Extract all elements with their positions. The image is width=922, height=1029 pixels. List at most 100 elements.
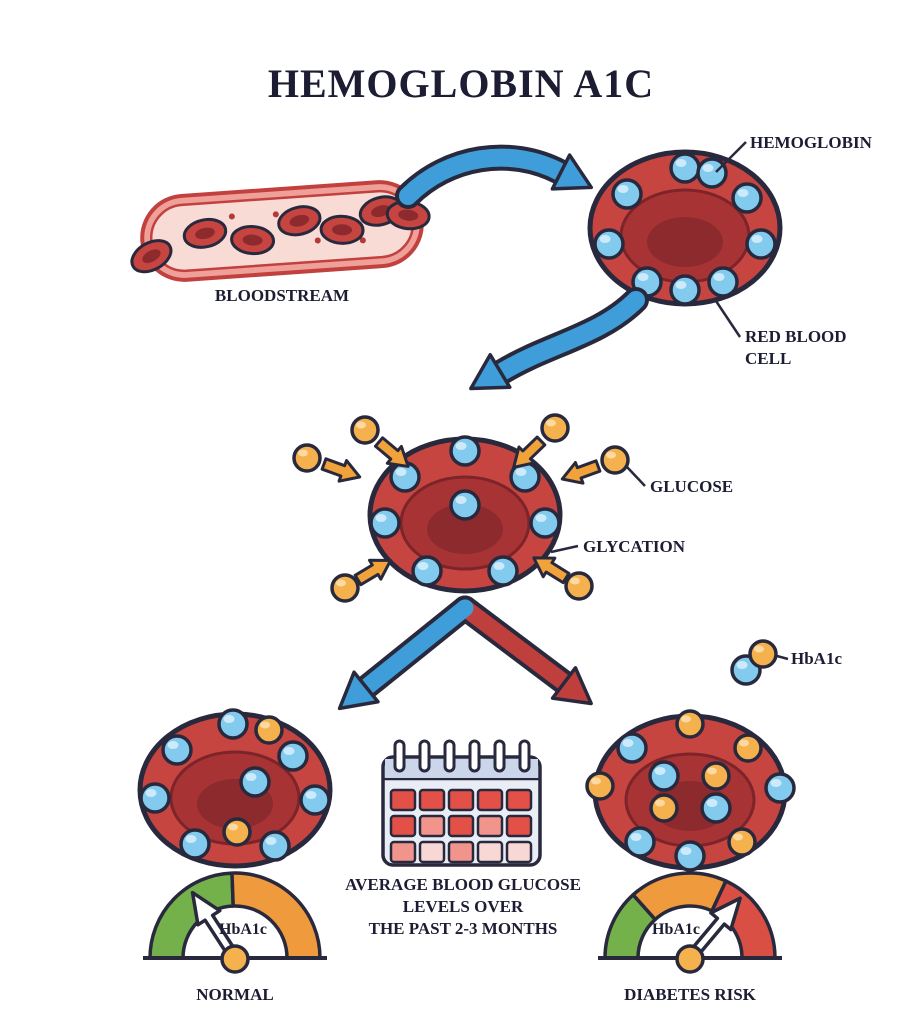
platelet-dot (272, 211, 279, 218)
glucose-sphere (727, 827, 757, 857)
glucose-sphere (292, 443, 322, 473)
glucose-sphere (600, 445, 630, 475)
hemoglobin-leader-line (715, 141, 747, 173)
red-blood-cell-top (590, 152, 780, 304)
hemoglobin-sphere (700, 792, 732, 824)
hemoglobin-sphere (529, 507, 561, 539)
calendar-cell (418, 814, 446, 838)
hemoglobin-sphere (449, 435, 481, 467)
hemoglobin-sphere (239, 766, 271, 798)
bloodstream-label: BLOODSTREAM (215, 286, 349, 305)
glucose-sphere (649, 793, 679, 823)
gauge-arc-orange (230, 871, 322, 960)
calendar-cell (389, 840, 417, 864)
red-blood-cell-small (319, 214, 366, 246)
hemoglobin-sphere (411, 555, 443, 587)
platelet-dot (314, 237, 321, 244)
glucose-sphere (585, 771, 615, 801)
glucose-sphere (222, 817, 252, 847)
calendar-caption-line2: LEVELS OVER (403, 897, 524, 916)
gauge-normal-caption: NORMAL (196, 985, 273, 1004)
gauge-pivot-ball (675, 944, 705, 974)
red-blood-cell-label-line2: CELL (745, 349, 791, 368)
arrow-to-diabetes (456, 599, 575, 693)
glycation-arrow (557, 454, 604, 491)
red-blood-cell-normal (139, 708, 331, 866)
glucose-sphere (330, 573, 360, 603)
hba1c-label: HbA1c (791, 649, 842, 668)
red-blood-cell-diabetes (585, 709, 796, 872)
glucose-sphere (733, 733, 763, 763)
hemoglobin-sphere (487, 555, 519, 587)
hemoglobin-sphere (764, 772, 796, 804)
hemoglobin-sphere (696, 157, 728, 189)
calendar-cell (447, 814, 475, 838)
gauge-pivot-ball (220, 944, 250, 974)
hemoglobin-sphere (449, 489, 481, 521)
calendar-cell (447, 840, 475, 864)
gauge-diabetes-caption: DIABETES RISK (624, 985, 757, 1004)
hemoglobin-sphere (259, 830, 291, 862)
calendar-caption-line1: AVERAGE BLOOD GLUCOSE (345, 875, 581, 894)
glucose-sphere (540, 413, 570, 443)
hemoglobin-sphere (217, 708, 249, 740)
arrow-cell-to-glycation (459, 287, 649, 407)
hemoglobin-sphere (299, 784, 331, 816)
glycation-arrow (318, 452, 365, 489)
hemoglobin-label: HEMOGLOBIN (750, 133, 873, 152)
calendar-cell (505, 788, 533, 812)
hemoglobin-sphere (731, 182, 763, 214)
calendar-cell (418, 788, 446, 812)
glycation-leader-line (550, 544, 579, 554)
glucose-sphere (675, 709, 705, 739)
arrow-to-normal (359, 599, 474, 695)
hba1c-leader-line (776, 654, 789, 661)
platelet-dot (359, 237, 366, 244)
calendar-cell (476, 788, 504, 812)
hemoglobin-sphere (179, 828, 211, 860)
hemoglobin-sphere (624, 826, 656, 858)
glucose-sphere (254, 715, 284, 745)
calendar-rings (393, 739, 531, 773)
hemoglobin-sphere (745, 228, 777, 260)
bloodstream-vessel (125, 180, 432, 282)
hemoglobin-sphere (277, 740, 309, 772)
hemoglobin-sphere (648, 760, 680, 792)
glucose-sphere (701, 761, 731, 791)
hemoglobin-sphere (139, 782, 171, 814)
calendar-cell (476, 814, 504, 838)
calendar-cell (418, 840, 446, 864)
calendar-cell (505, 840, 533, 864)
arrow-bloodstream-to-cell (395, 144, 602, 209)
hemoglobin-sphere (369, 507, 401, 539)
calendar-grid (389, 788, 533, 864)
page-title: HEMOGLOBIN A1C (268, 61, 654, 106)
hemoglobin-sphere (611, 178, 643, 210)
calendar-cell (476, 840, 504, 864)
calendar-cell (389, 788, 417, 812)
calendar-cell (447, 788, 475, 812)
calendar-cell (505, 814, 533, 838)
arrow-split (325, 595, 605, 725)
hemoglobin-sphere (161, 734, 193, 766)
glucose-leader-line (626, 466, 646, 487)
hemoglobin-sphere (669, 274, 701, 306)
hemoglobin-sphere (707, 266, 739, 298)
gauge-normal: HbA1c NORMAL (143, 871, 327, 1004)
gauge-normal-label: HbA1c (219, 921, 267, 938)
hemoglobin-sphere (669, 152, 701, 184)
hemoglobin-sphere (674, 840, 706, 872)
glucose-label: GLUCOSE (650, 477, 733, 496)
glucose-sphere (350, 415, 380, 445)
red-blood-cell-leader-line (712, 297, 742, 338)
glycation-label: GLYCATION (583, 537, 686, 556)
glucose-sphere (564, 571, 594, 601)
calendar-caption-line3: THE PAST 2-3 MONTHS (369, 919, 558, 938)
calendar-cell (389, 814, 417, 838)
calendar-icon (381, 739, 542, 867)
glucose-sphere (748, 639, 778, 669)
hemoglobin-sphere (616, 732, 648, 764)
hemoglobin-sphere (593, 228, 625, 260)
